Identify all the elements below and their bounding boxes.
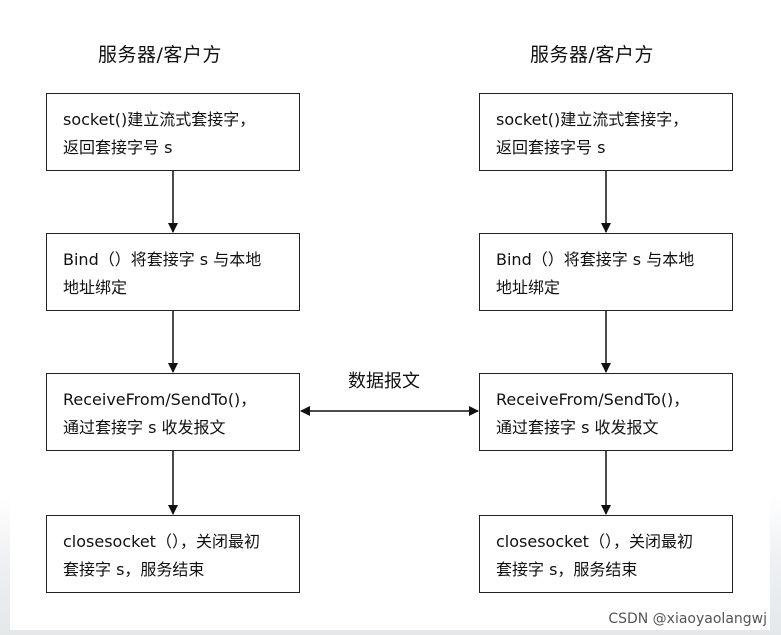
right-socket-box: socket()建立流式套接字， 返回套接字号 s	[479, 93, 733, 171]
right-receive-send-line2: 通过套接字 s 收发报文	[496, 418, 659, 437]
datagram-label: 数据报文	[348, 371, 420, 392]
watermark: CSDN @xiaoyaolangwj	[608, 611, 767, 627]
left-closesocket-line2: 套接字 s，服务结束	[63, 560, 205, 579]
right-socket-line1: socket()建立流式套接字，	[496, 110, 689, 129]
right-bind-box: Bind（）将套接字 s 与本地 地址绑定	[479, 233, 733, 311]
left-socket-line1: socket()建立流式套接字，	[63, 110, 256, 129]
left-closesocket-line1: closesocket（），关闭最初	[63, 532, 260, 551]
right-bind-line2: 地址绑定	[496, 278, 561, 297]
left-receive-send-box: ReceiveFrom/SendTo()， 通过套接字 s 收发报文	[46, 373, 300, 451]
right-column-title: 服务器/客户方	[530, 44, 654, 66]
right-receive-send-box: ReceiveFrom/SendTo()， 通过套接字 s 收发报文	[479, 373, 733, 451]
left-bind-line2: 地址绑定	[63, 278, 128, 297]
left-column-title: 服务器/客户方	[98, 44, 222, 66]
right-closesocket-box: closesocket（），关闭最初 套接字 s，服务结束	[479, 515, 733, 593]
right-bind-line1: Bind（）将套接字 s 与本地	[496, 250, 695, 269]
right-closesocket-line2: 套接字 s，服务结束	[496, 560, 638, 579]
left-socket-box: socket()建立流式套接字， 返回套接字号 s	[46, 93, 300, 171]
left-bind-line1: Bind（）将套接字 s 与本地	[63, 250, 262, 269]
right-closesocket-line1: closesocket（），关闭最初	[496, 532, 693, 551]
left-socket-line2: 返回套接字号 s	[63, 138, 173, 157]
left-closesocket-box: closesocket（），关闭最初 套接字 s，服务结束	[46, 515, 300, 593]
right-socket-line2: 返回套接字号 s	[496, 138, 606, 157]
left-receive-send-line2: 通过套接字 s 收发报文	[63, 418, 226, 437]
left-receive-send-line1: ReceiveFrom/SendTo()，	[63, 390, 257, 409]
left-bind-box: Bind（）将套接字 s 与本地 地址绑定	[46, 233, 300, 311]
right-receive-send-line1: ReceiveFrom/SendTo()，	[496, 390, 690, 409]
